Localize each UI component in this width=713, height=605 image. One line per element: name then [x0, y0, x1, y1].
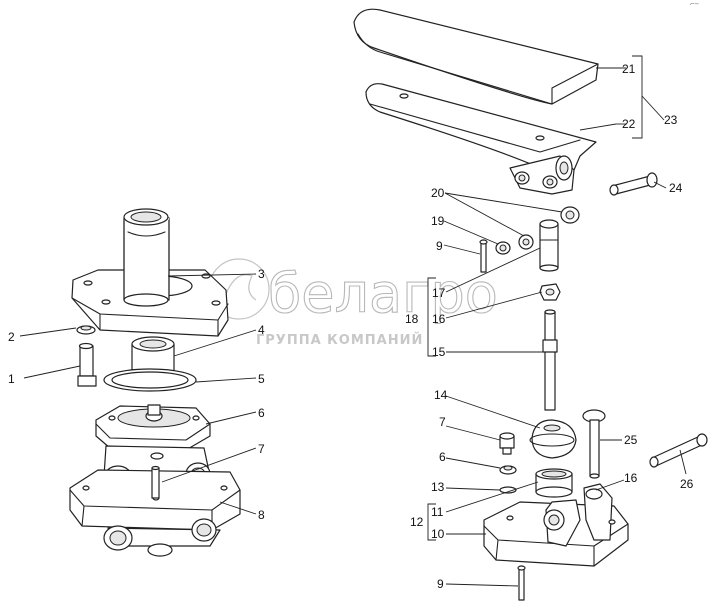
callout-9-upper: 9 — [436, 239, 443, 253]
part-7-stud-left — [151, 465, 160, 499]
part-15-push-rod — [542, 309, 558, 411]
callout-2: 2 — [8, 330, 15, 344]
callout-1: 1 — [8, 372, 15, 386]
callout-22: 22 — [622, 117, 636, 131]
callout-7-left: 7 — [258, 442, 265, 456]
part-9-split-pin-lower — [517, 565, 526, 601]
part-2-nut — [76, 325, 96, 335]
part-17-fork — [539, 219, 559, 272]
callout-labels: 1 2 3 4 5 6 7 8 21 22 23 24 20 19 9 17 1… — [8, 62, 694, 591]
part-6-nut-right — [499, 465, 517, 475]
part-21-pedal-pad — [353, 8, 599, 105]
part-10-bracket — [483, 483, 629, 567]
watermark-brand: белагро — [268, 262, 498, 325]
callout-16-upper: 16 — [432, 312, 446, 326]
watermark-tagline: ГРУППА КОМПАНИЙ — [256, 332, 423, 348]
callout-6-right: 6 — [439, 450, 446, 464]
callout-4: 4 — [258, 323, 265, 337]
callout-17: 17 — [432, 286, 446, 300]
callout-8: 8 — [258, 508, 265, 522]
part-25-screw — [582, 409, 606, 479]
part-14-boot — [529, 419, 577, 459]
callout-7-right: 7 — [439, 415, 446, 429]
callout-16-lower: 16 — [624, 471, 638, 485]
callout-13: 13 — [431, 480, 445, 494]
callout-20: 20 — [431, 186, 445, 200]
part-11-seal — [535, 468, 573, 498]
part-26-pin — [649, 433, 708, 468]
watermark: белагро ГРУППА КОМПАНИЙ — [208, 258, 498, 348]
part-1-bolt — [77, 342, 97, 387]
part-24-pin — [609, 172, 658, 196]
callout-19: 19 — [431, 214, 445, 228]
leader-lines — [19, 55, 687, 587]
part-3-flange-tube — [71, 208, 229, 337]
callout-24: 24 — [669, 181, 683, 195]
part-19-washer — [495, 241, 511, 255]
callout-26: 26 — [680, 477, 694, 491]
part-16-nut-upper — [539, 283, 561, 301]
callout-11: 11 — [431, 505, 444, 519]
callout-15: 15 — [432, 345, 446, 359]
callout-6-left: 6 — [258, 406, 265, 420]
corner-mark: ⌐─ — [690, 1, 699, 8]
part-7-bolt-right — [499, 432, 515, 455]
part-6-cover — [95, 404, 211, 451]
part-8-valve-body — [69, 445, 241, 557]
callout-21: 21 — [622, 62, 636, 76]
callout-18: 18 — [405, 312, 419, 326]
part-20-bushings — [518, 206, 580, 250]
watermark-logo-mark — [225, 274, 257, 301]
cover-washer — [150, 452, 164, 460]
callout-10: 10 — [431, 527, 445, 541]
callout-14: 14 — [434, 388, 448, 402]
callout-3: 3 — [258, 267, 265, 281]
callout-5: 5 — [258, 372, 265, 386]
part-9-split-pin-upper — [479, 239, 488, 273]
part-22-pedal-base — [365, 83, 597, 195]
callout-25: 25 — [624, 433, 638, 447]
callout-9-lower: 9 — [437, 577, 444, 591]
part-5-gasket — [103, 368, 197, 392]
callout-12: 12 — [410, 515, 424, 529]
callout-23: 23 — [664, 113, 678, 127]
